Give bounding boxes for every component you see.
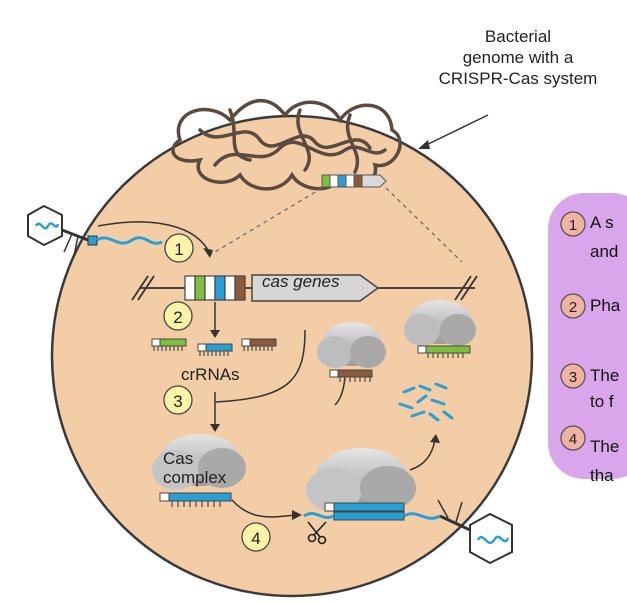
side-number-1: 1 (569, 217, 577, 234)
cas-complex-line1: Cas (163, 449, 194, 468)
phage-left (27, 204, 163, 257)
side-item-1-line2: and (590, 242, 619, 261)
scissors-icon (307, 521, 327, 545)
side-item-3-line2: to f (590, 392, 614, 411)
crispr-locus-expanded (131, 274, 478, 302)
side-number-4: 4 (569, 431, 577, 448)
phage-right (437, 499, 513, 565)
side-panel: 1 2 3 4 (548, 193, 627, 479)
side-item-1-line1: A s (590, 213, 614, 232)
cas-complex-blue (152, 434, 246, 507)
cas-complex-green (404, 300, 476, 358)
crrnas-label: crRNAs (181, 365, 240, 384)
side-badge-1: 1 (560, 211, 586, 237)
side-number-2: 2 (569, 299, 577, 316)
dna-fragments (398, 382, 454, 422)
cas-complex-line2: complex (163, 468, 227, 487)
step-badge-1: 1 (164, 233, 194, 263)
step-badge-3: 3 (163, 385, 193, 415)
genome-label-line1: Bacterial (484, 27, 552, 46)
step-number-3: 3 (173, 392, 182, 411)
cas-complex-targeting (303, 448, 441, 521)
side-number-3: 3 (569, 369, 577, 386)
genome-label: Bacterial genome with a CRISPR-Cas syste… (398, 26, 627, 89)
step-number-1: 1 (174, 240, 183, 259)
genome-crispr-locus (321, 174, 387, 188)
side-badge-3: 3 (560, 363, 586, 389)
genome-label-line2: genome with a (462, 48, 574, 67)
side-item-2-line1: Pha (590, 296, 621, 315)
step-badge-2: 2 (163, 301, 193, 331)
side-badge-2: 2 (560, 293, 586, 319)
crrna-group (151, 338, 277, 356)
side-badge-4: 4 (560, 425, 586, 451)
step-badge-4: 4 (241, 522, 271, 552)
bacterial-genome (171, 98, 402, 191)
cas-complex-label: Cas complex (163, 449, 226, 487)
cas-complex-brown (317, 322, 386, 382)
cas-genes-label: cas genes (262, 272, 340, 291)
step-number-4: 4 (251, 529, 260, 548)
genome-label-line3: CRISPR-Cas system (438, 69, 598, 88)
side-item-4-line1: The (590, 437, 620, 456)
side-item-3-line1: The (590, 366, 620, 385)
side-item-4-line2: tha (590, 466, 614, 485)
step-number-2: 2 (173, 308, 182, 327)
